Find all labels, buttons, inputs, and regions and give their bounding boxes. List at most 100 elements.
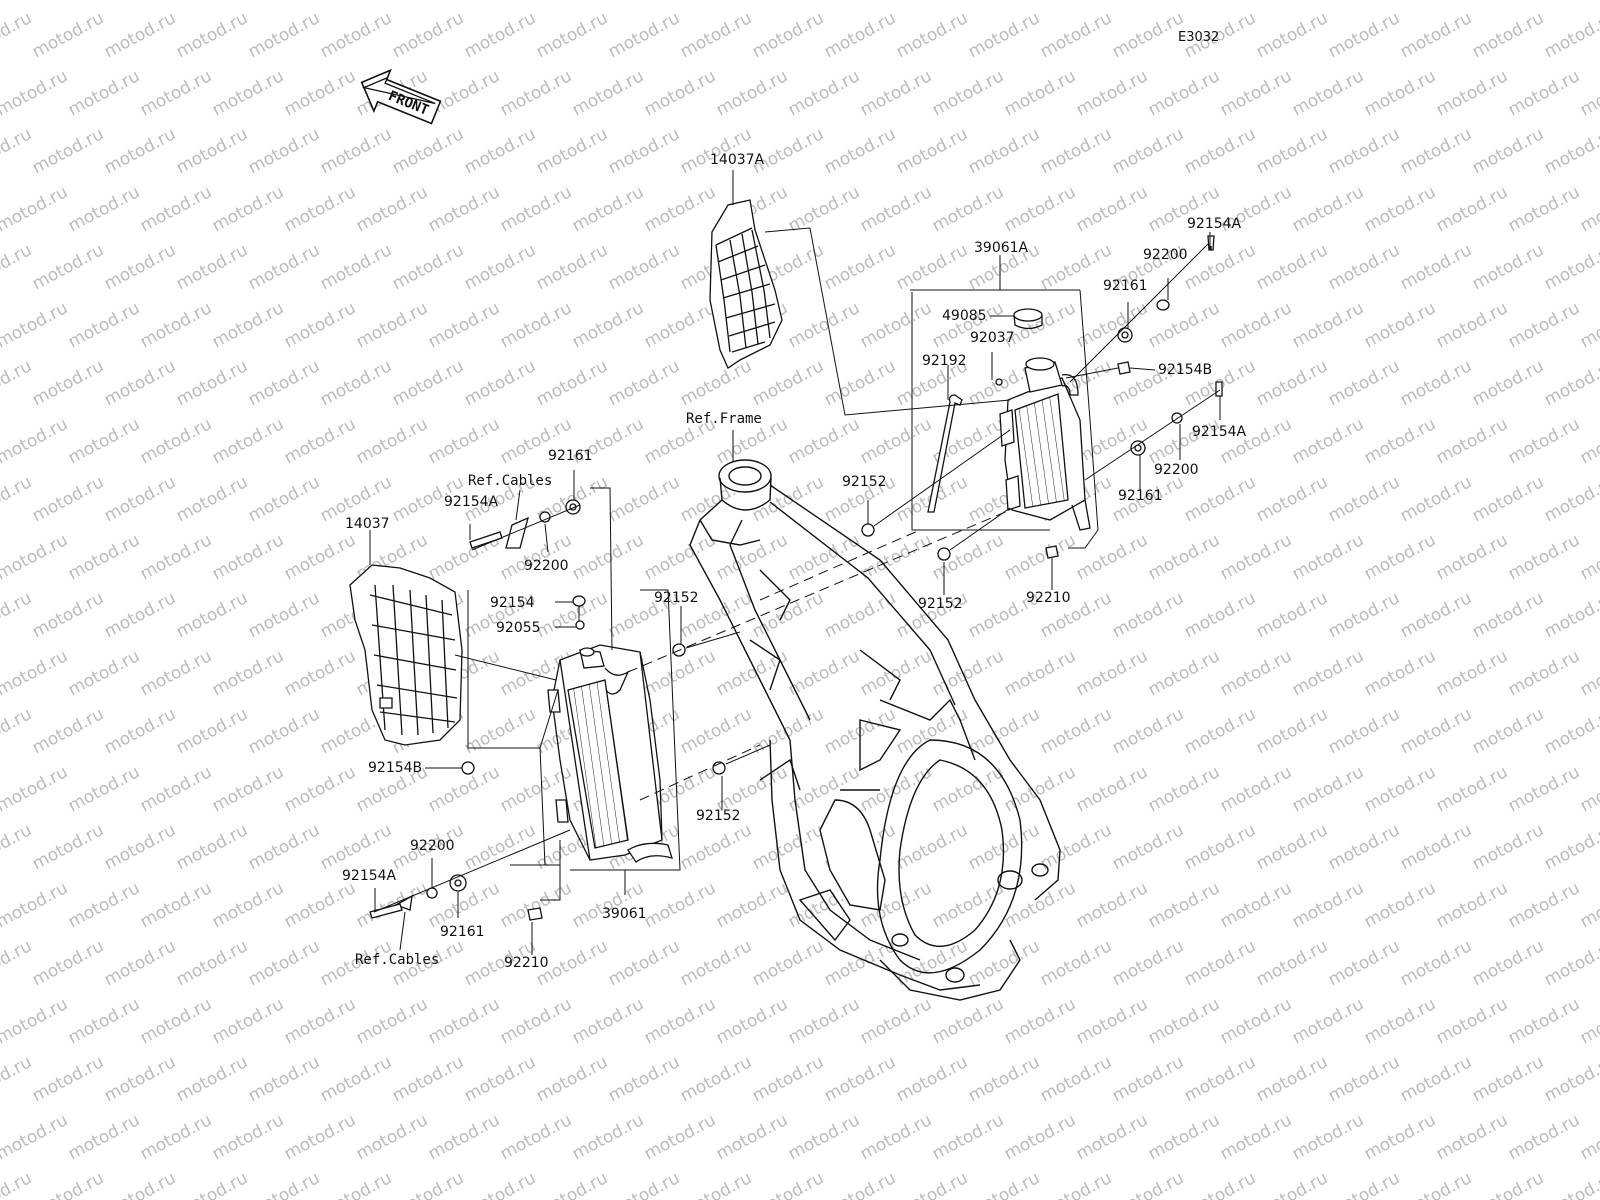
watermark-text: motod.ru	[929, 66, 1007, 120]
watermark-text: motod.ru	[209, 646, 287, 700]
part-label-14037A[interactable]: 14037A	[710, 152, 765, 168]
watermark-text: motod.ru	[1289, 878, 1367, 932]
watermark-text: motod.ru	[245, 356, 323, 410]
watermark-text: motod.ru	[1433, 414, 1511, 468]
watermark-text: motod.ru	[1181, 124, 1259, 178]
right-shroud-14037A	[710, 200, 782, 368]
watermark-text: motod.ru	[1109, 936, 1187, 990]
ref-label-cables-top[interactable]: Ref.Cables	[468, 473, 553, 489]
watermark-text: motod.ru	[1073, 1110, 1151, 1164]
part-label-92154A-lower[interactable]: 92154A	[342, 868, 397, 884]
watermark-text: motod.ru	[857, 762, 935, 816]
part-label-92152-mid[interactable]: 92152	[842, 474, 887, 490]
watermark-text: motod.ru	[1433, 530, 1511, 584]
watermark-text: motod.ru	[137, 646, 215, 700]
watermark-text: motod.ru	[173, 820, 251, 874]
watermark-text: motod.ru	[749, 8, 827, 62]
watermark-text: motod.ru	[65, 646, 143, 700]
watermark-text: motod.ru	[1217, 878, 1295, 932]
watermark-text: motod.ru	[353, 1110, 431, 1164]
watermark-text: motod.ru	[1505, 762, 1583, 816]
ref-label-cables-bottom[interactable]: Ref.Cables	[355, 952, 440, 968]
watermark-text: motod.ru	[1577, 530, 1600, 584]
part-label-92154A-top[interactable]: 92154A	[1187, 216, 1242, 232]
watermark-text: motod.ru	[1289, 0, 1367, 4]
watermark-text: motod.ru	[1469, 1052, 1547, 1106]
watermark-text: motod.ru	[0, 298, 71, 352]
watermark-text: motod.ru	[1397, 1052, 1475, 1106]
watermark-text: motod.ru	[533, 1168, 611, 1200]
part-label-92152-right[interactable]: 92152	[918, 596, 963, 612]
watermark-text: motod.ru	[1253, 820, 1331, 874]
watermark-text: motod.ru	[101, 704, 179, 758]
watermark-text: motod.ru	[173, 588, 251, 642]
watermark-text: motod.ru	[0, 66, 71, 120]
part-label-92154[interactable]: 92154	[490, 595, 535, 611]
watermark-text: motod.ru	[1289, 182, 1367, 236]
watermark-text: motod.ru	[461, 124, 539, 178]
watermark-text: motod.ru	[1037, 820, 1115, 874]
watermark-text: motod.ru	[1253, 1052, 1331, 1106]
watermark-text: motod.ru	[1325, 936, 1403, 990]
part-label-92055[interactable]: 92055	[496, 620, 541, 636]
watermark-text: motod.ru	[1145, 66, 1223, 120]
ref-label-frame[interactable]: Ref.Frame	[686, 411, 762, 427]
part-label-92154B-right[interactable]: 92154B	[1158, 362, 1213, 378]
part-label-92152-lower[interactable]: 92152	[696, 808, 741, 824]
watermark-text: motod.ru	[1253, 588, 1331, 642]
watermark-text: motod.ru	[857, 414, 935, 468]
part-label-92037[interactable]: 92037	[970, 330, 1015, 346]
watermark-text: motod.ru	[1145, 0, 1223, 4]
watermark-text: motod.ru	[65, 414, 143, 468]
part-label-92161-left[interactable]: 92161	[548, 448, 593, 464]
watermark-text: motod.ru	[1469, 1168, 1547, 1200]
watermark-text: motod.ru	[1433, 298, 1511, 352]
part-label-92200-right[interactable]: 92200	[1154, 462, 1199, 478]
part-label-92154B-left[interactable]: 92154B	[368, 760, 423, 776]
watermark-text: motod.ru	[1505, 530, 1583, 584]
watermark-text: motod.ru	[353, 414, 431, 468]
part-label-92152-left[interactable]: 92152	[654, 590, 699, 606]
watermark-text: motod.ru	[281, 762, 359, 816]
watermark-text: motod.ru	[209, 182, 287, 236]
part-label-92154A-left[interactable]: 92154A	[444, 494, 499, 510]
part-label-92161-right[interactable]: 92161	[1118, 488, 1163, 504]
watermark-text: motod.ru	[1037, 704, 1115, 758]
watermark-text: motod.ru	[29, 1168, 107, 1200]
part-label-92200-left[interactable]: 92200	[524, 558, 569, 574]
part-label-92161-top[interactable]: 92161	[1103, 278, 1148, 294]
watermark-text: motod.ru	[65, 994, 143, 1048]
watermark-text: motod.ru	[857, 0, 935, 4]
watermark-text: motod.ru	[389, 8, 467, 62]
watermark-text: motod.ru	[893, 240, 971, 294]
watermark-text: motod.ru	[533, 8, 611, 62]
watermark-text: motod.ru	[1145, 414, 1223, 468]
watermark-text: motod.ru	[29, 240, 107, 294]
watermark-text: motod.ru	[641, 994, 719, 1048]
watermark-text: motod.ru	[137, 1110, 215, 1164]
watermark-text: motod.ru	[785, 994, 863, 1048]
watermark-text: motod.ru	[1577, 762, 1600, 816]
part-label-49085[interactable]: 49085	[942, 308, 987, 324]
watermark-text: motod.ru	[173, 936, 251, 990]
watermark-text: motod.ru	[0, 0, 71, 4]
watermark-text: motod.ru	[317, 820, 395, 874]
watermark-text: motod.ru	[1469, 124, 1547, 178]
watermark-text: motod.ru	[1361, 994, 1439, 1048]
part-label-92200-lower[interactable]: 92200	[410, 838, 455, 854]
part-label-92161-lower[interactable]: 92161	[440, 924, 485, 940]
part-label-92192[interactable]: 92192	[922, 353, 967, 369]
part-label-92210-right[interactable]: 92210	[1026, 590, 1071, 606]
part-label-92210-left[interactable]: 92210	[504, 955, 549, 971]
watermark-text: motod.ru	[1037, 936, 1115, 990]
part-label-39061[interactable]: 39061	[602, 906, 647, 922]
watermark-text: motod.ru	[281, 1110, 359, 1164]
part-label-39061A[interactable]: 39061A	[974, 240, 1029, 256]
watermark-text: motod.ru	[857, 298, 935, 352]
part-label-92200-top[interactable]: 92200	[1143, 247, 1188, 263]
part-label-14037[interactable]: 14037	[345, 516, 390, 532]
watermark-text: motod.ru	[245, 1052, 323, 1106]
part-label-92154A-right[interactable]: 92154A	[1192, 424, 1247, 440]
watermark-text: motod.ru	[1397, 588, 1475, 642]
